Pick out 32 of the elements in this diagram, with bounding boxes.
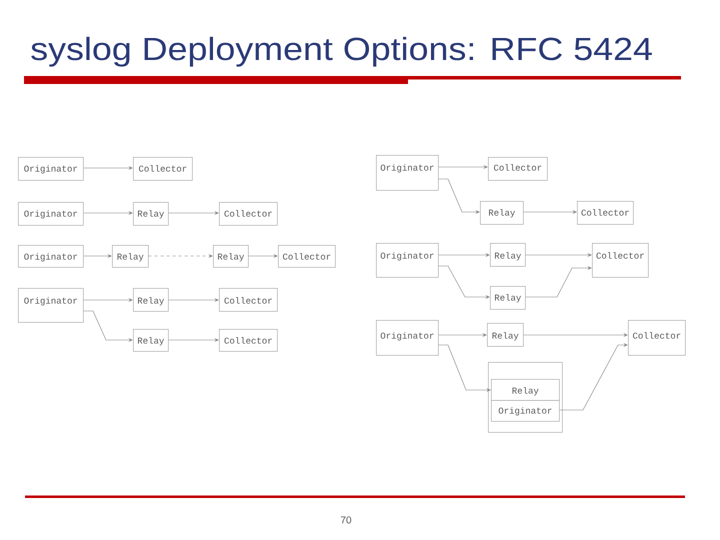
node-box: Collector [488,157,548,181]
node-box: Collector [219,202,278,226]
page-number: 70 [340,516,352,524]
node-box: Originator [376,155,439,191]
node-box: Originator [18,157,84,181]
node-box: Originator [18,245,84,268]
node-box: Relay [491,379,560,401]
node-box: Collector [592,243,649,278]
outer-box [488,362,563,433]
node-box: Relay [490,243,526,267]
node-box: Originator [18,288,84,323]
node-box: Relay [490,286,526,310]
node-box: Relay [133,288,169,312]
node-box: Relay [213,245,249,268]
node-box: Originator [376,320,439,356]
node-box: Originator [491,400,560,422]
title: syslog Deployment Options: RFC 5424 [31,36,652,67]
node-box: Originator [376,243,439,278]
node-box: Relay [133,329,169,352]
node-box: Collector [577,201,634,225]
node-box: Relay [133,202,169,226]
node-box: Collector [278,245,336,268]
node-box: Collector [133,157,193,181]
node-box: Collector [219,329,278,352]
node-box: Relay [480,201,524,225]
arrow [525,266,592,298]
node-box: Relay [487,323,524,347]
node-box: Relay [112,245,149,268]
node-box: Collector [219,288,278,312]
node-box: Collector [628,320,686,356]
node-box: Originator [18,202,84,226]
arrow [559,342,628,410]
